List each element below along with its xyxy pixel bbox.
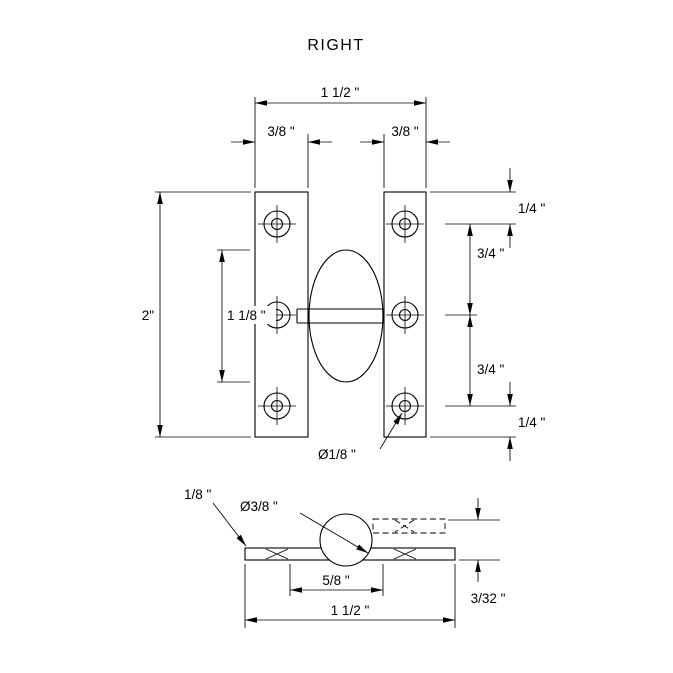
dim-upper-spacing-label: 3/4 " xyxy=(477,246,505,261)
drawing-title: RIGHT xyxy=(307,37,364,54)
leaf-offset-label: 3/32 " xyxy=(471,591,506,606)
dim-height-label: 2" xyxy=(142,308,155,323)
hole-diameter-label: Ø1/8 " xyxy=(318,447,356,462)
dim-bottom-offset-label: 1/4 " xyxy=(518,415,546,430)
dim-total-width-label: 1 1/2 " xyxy=(321,85,360,100)
label-mask xyxy=(224,306,276,324)
hole-spacing-label: 5/8 " xyxy=(322,573,350,588)
countersink-section xyxy=(265,548,417,560)
dim-right-leaf-label: 3/8 " xyxy=(391,124,419,139)
screw-hole xyxy=(258,205,296,243)
barrel-diameter-label: Ø3/8 " xyxy=(240,499,278,514)
dim-top-offset-label: 1/4 " xyxy=(518,201,546,216)
pivot-slot xyxy=(296,308,383,324)
dim-knuckle-height-label: 1 1/8 " xyxy=(227,308,266,323)
dim-left-leaf-label: 3/8 " xyxy=(267,124,295,139)
thickness-leader xyxy=(212,502,247,547)
barrel-diameter-leader xyxy=(299,512,369,554)
top-view xyxy=(244,513,456,567)
thickness-label: 1/8 " xyxy=(184,487,212,502)
right-leaf xyxy=(383,191,427,438)
screw-hole xyxy=(386,387,424,425)
hole-diameter-leader xyxy=(379,412,403,450)
front-view xyxy=(254,191,427,438)
screw-hole xyxy=(258,387,296,425)
knuckle-oval xyxy=(308,249,384,383)
dim-lower-spacing-label: 3/4 " xyxy=(477,362,505,377)
screw-hole xyxy=(386,205,424,243)
front-view-dimensions: 1 1/2 " 3/8 " 3/8 " 2" 1 1/8 " 1/4 " 3/4… xyxy=(142,85,546,462)
top-view-dimensions: 1/8 " Ø3/8 " 5/8 " 1 1/2 " 3/32 " xyxy=(184,487,506,628)
bottom-total-width-label: 1 1/2 " xyxy=(331,603,370,618)
screw-hole xyxy=(386,296,424,334)
hidden-leaf xyxy=(372,518,446,534)
